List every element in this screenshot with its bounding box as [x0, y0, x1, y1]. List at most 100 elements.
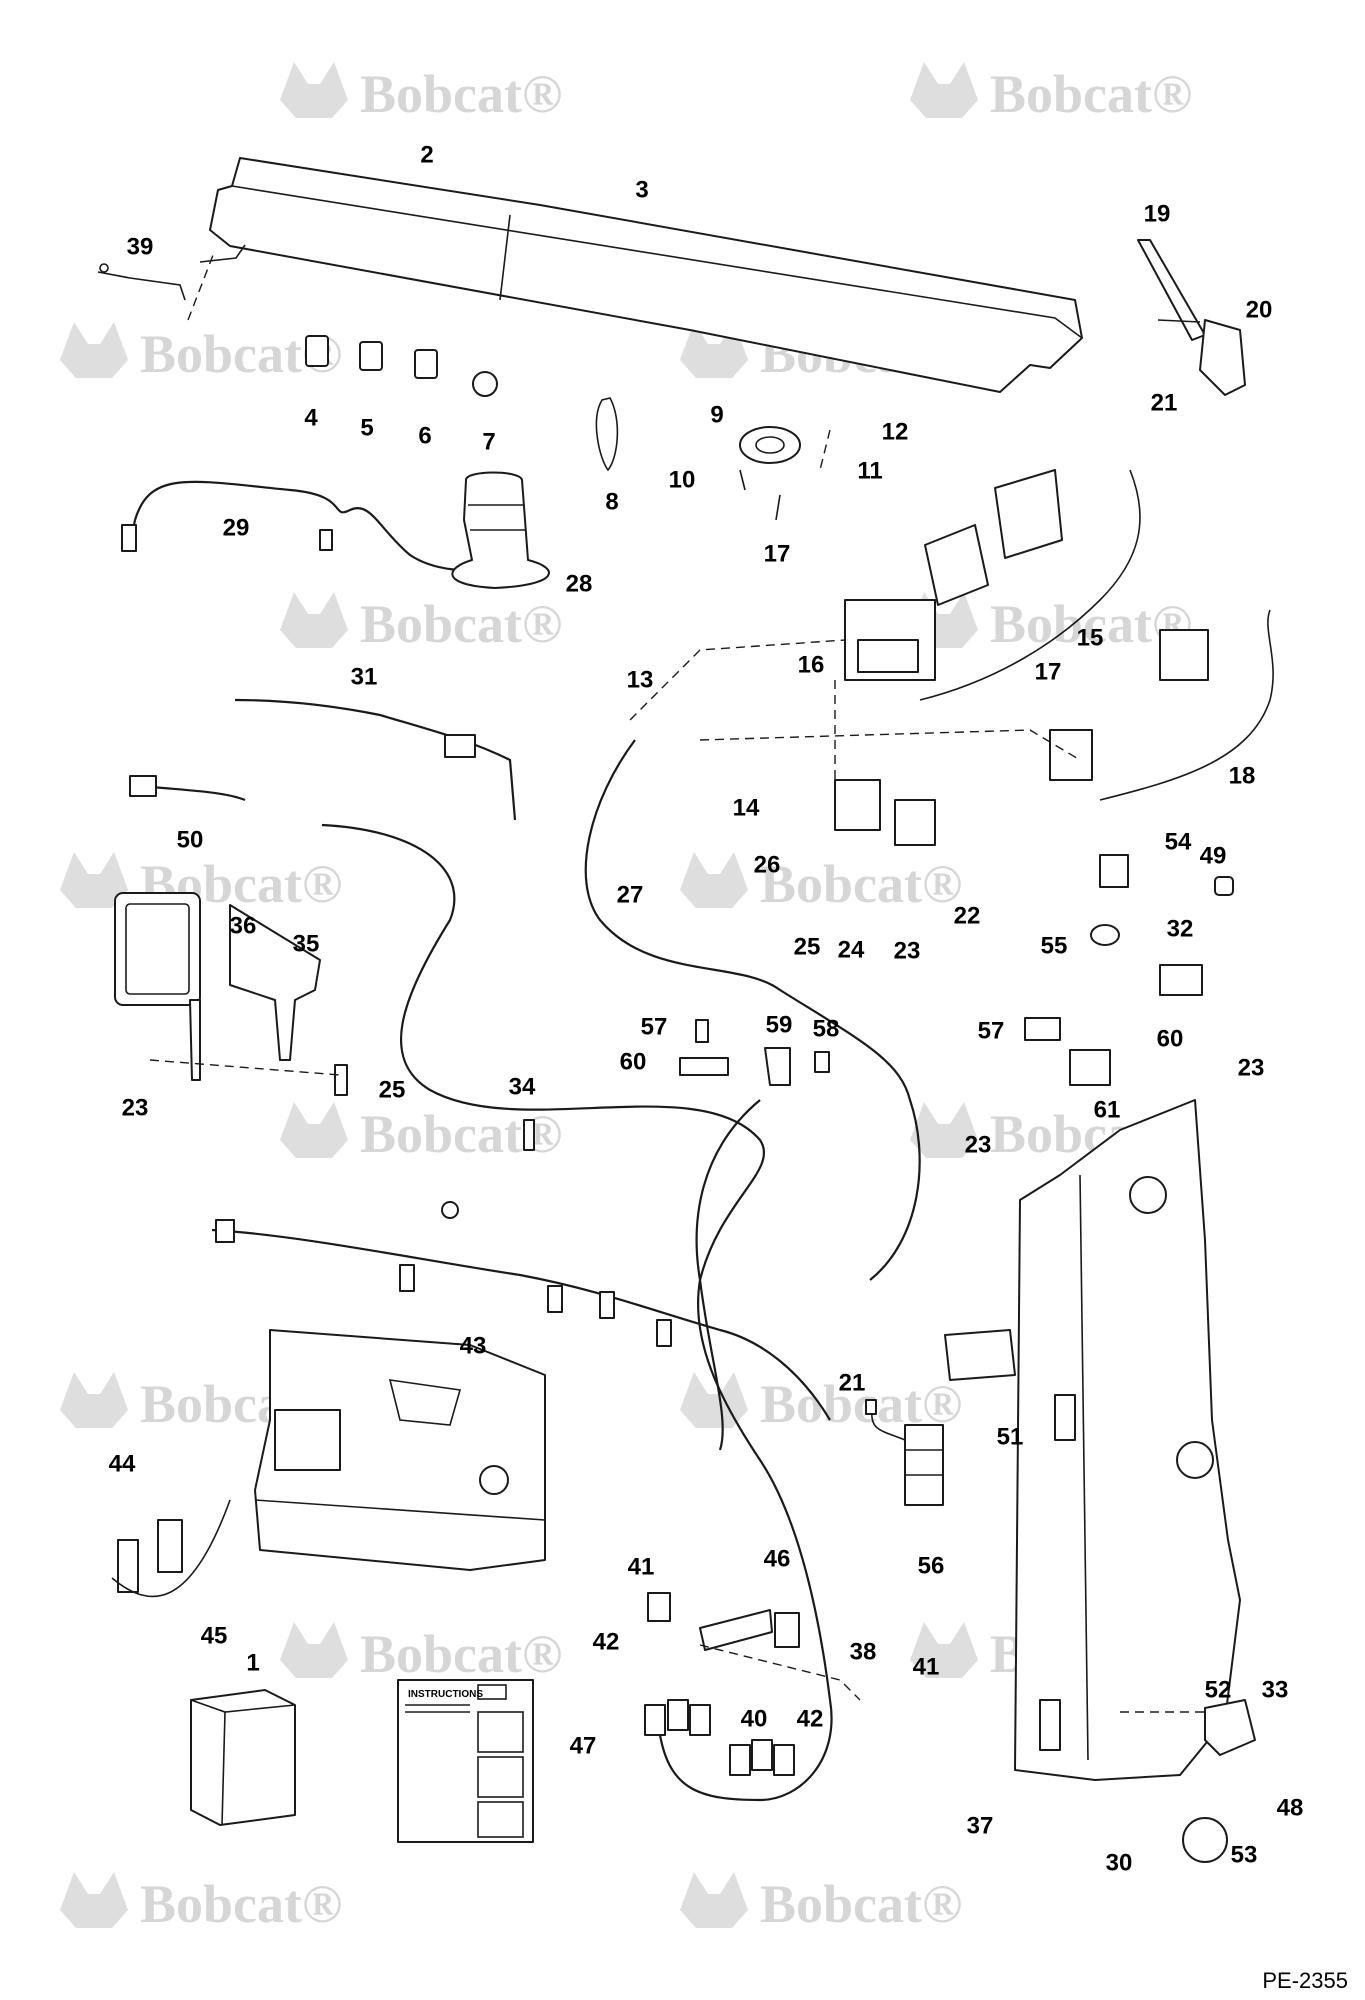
callout-55: 55	[1041, 933, 1068, 960]
callout-35: 35	[293, 931, 320, 958]
callout-45: 45	[201, 1623, 228, 1650]
cable-tie	[595, 397, 619, 472]
relay-bracket	[647, 1592, 861, 1701]
bobcat-watermark: Bobcat®	[280, 592, 562, 654]
callout-4: 4	[304, 405, 318, 432]
watermark-text: Bobcat®	[760, 1874, 962, 1934]
callout-12: 12	[882, 419, 909, 446]
callout-10: 10	[669, 467, 696, 494]
bobcat-watermark: Bobcat®	[680, 1372, 962, 1434]
loader-arm-tower	[1014, 1099, 1241, 1781]
bobcat-watermark: Bobcat®	[280, 1622, 562, 1684]
callout-53: 53	[1231, 1842, 1258, 1869]
callout-23: 23	[894, 938, 921, 965]
mirror-bracket	[114, 892, 348, 1096]
rocker-switches	[305, 335, 498, 397]
callout-52: 52	[1205, 1677, 1232, 1704]
callout-11: 11	[857, 458, 882, 485]
bobcat-logo-icon	[910, 1622, 978, 1678]
callout-8: 8	[605, 489, 618, 516]
watermark-text: Bobcat®	[360, 594, 562, 654]
callout-22: 22	[954, 903, 981, 930]
horn-assembly	[739, 426, 831, 521]
bobcat-watermark: Bobcat®	[910, 592, 1192, 654]
callout-43: 43	[460, 1333, 487, 1360]
callout-38: 38	[850, 1639, 877, 1666]
bobcat-watermark: Bobcat®	[60, 1872, 342, 1934]
callout-23: 23	[1238, 1055, 1265, 1082]
callout-39: 39	[127, 234, 154, 261]
callout-47: 47	[570, 1733, 597, 1760]
callout-46: 46	[764, 1546, 791, 1573]
callout-17: 17	[1035, 659, 1062, 686]
cover-and-cap	[1120, 1699, 1256, 1863]
callout-1: 1	[246, 1650, 259, 1677]
bobcat-watermark: Bobcat®	[60, 852, 342, 914]
callout-58: 58	[813, 1016, 840, 1043]
watermark-text: Bobcat®	[760, 854, 962, 914]
callout-25: 25	[794, 934, 821, 961]
cab-rear-panel	[111, 1329, 546, 1598]
bobcat-logo-icon	[60, 852, 128, 908]
callout-5: 5	[360, 415, 373, 442]
callout-24: 24	[838, 937, 865, 964]
main-harness-27	[321, 739, 921, 1802]
callout-41: 41	[628, 1554, 655, 1581]
callout-28: 28	[566, 571, 593, 598]
callout-51: 51	[997, 1424, 1024, 1451]
connector-cluster	[644, 1699, 795, 1802]
callout-56: 56	[918, 1553, 945, 1580]
bobcat-watermark: Bobcat®	[910, 62, 1192, 124]
callout-30: 30	[1106, 1850, 1133, 1877]
callout-23: 23	[122, 1095, 149, 1122]
callout-57: 57	[641, 1014, 668, 1041]
callout-60: 60	[620, 1049, 647, 1076]
callout-7: 7	[482, 429, 495, 456]
callout-26: 26	[754, 852, 781, 879]
kit-box	[190, 1689, 296, 1826]
callout-40: 40	[741, 1706, 768, 1733]
bobcat-logo-icon	[60, 1872, 128, 1928]
callout-25: 25	[379, 1077, 406, 1104]
bobcat-watermark-layer: Bobcat® Bobcat® Bobcat® Bobcat® Bobcat® Bobca…	[60, 62, 1192, 1934]
work-light-assembly	[629, 469, 1274, 846]
callout-34: 34	[509, 1074, 536, 1101]
callout-54: 54	[1165, 829, 1192, 856]
callout-42: 42	[593, 1629, 620, 1656]
callout-37: 37	[967, 1813, 994, 1840]
callout-9: 9	[710, 402, 723, 429]
instructions-title: INSTRUCTIONS	[408, 1689, 483, 1700]
bobcat-logo-icon	[280, 592, 348, 648]
callout-2: 2	[420, 142, 433, 169]
drawing-reference-code: PE-2355	[1262, 1968, 1348, 1993]
callout-18: 18	[1229, 763, 1256, 790]
callout-29: 29	[223, 515, 250, 542]
callout-49: 49	[1200, 843, 1227, 870]
watermark-text: Bobcat®	[360, 1624, 562, 1684]
callout-61: 61	[1094, 1097, 1121, 1124]
bobcat-logo-icon	[680, 1372, 748, 1428]
bobcat-logo-icon	[680, 852, 748, 908]
callout-44: 44	[109, 1451, 136, 1478]
bobcat-logo-icon	[910, 62, 978, 118]
bracket-19-20	[1137, 239, 1246, 396]
callout-17: 17	[764, 541, 791, 568]
callout-21: 21	[839, 1370, 866, 1397]
callout-15: 15	[1077, 625, 1104, 652]
side-mount-parts	[679, 854, 1234, 1086]
callout-50: 50	[177, 827, 204, 854]
callout-21: 21	[1151, 390, 1178, 417]
callout-23: 23	[965, 1132, 992, 1159]
watermark-text: Bobcat®	[990, 64, 1192, 124]
callout-27: 27	[617, 882, 644, 909]
top-panel	[97, 157, 1083, 393]
callout-3: 3	[635, 177, 648, 204]
callout-13: 13	[627, 667, 654, 694]
bobcat-logo-icon	[280, 62, 348, 118]
callout-59: 59	[766, 1012, 793, 1039]
callout-48: 48	[1277, 1795, 1304, 1822]
callout-60: 60	[1157, 1026, 1184, 1053]
bobcat-logo-icon	[680, 1872, 748, 1928]
callout-41: 41	[913, 1654, 940, 1681]
